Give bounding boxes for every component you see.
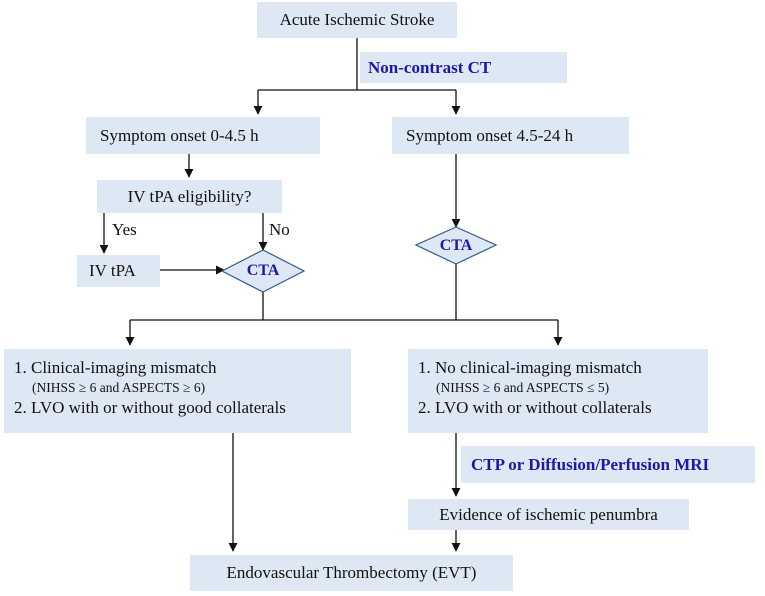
node-label: CTP or Diffusion/Perfusion MRI bbox=[471, 454, 710, 474]
cta-right-diamond bbox=[414, 226, 498, 265]
node-label: Evidence of ischemic penumbra bbox=[439, 504, 658, 524]
node-label: Symptom onset 0-4.5 h bbox=[100, 125, 259, 145]
node-label: Acute Ischemic Stroke bbox=[279, 10, 435, 29]
edge-label-no: No bbox=[269, 220, 290, 239]
node-symptom-onset-early: Symptom onset 0-4.5 h bbox=[86, 117, 320, 154]
node-iv-tpa: IV tPA bbox=[77, 255, 160, 287]
mismatch-line-1: 1. Clinical-imaging mismatch bbox=[14, 358, 217, 377]
node-ctp-or-mri: CTP or Diffusion/Perfusion MRI bbox=[461, 446, 755, 483]
node-label: IV tPA eligibility? bbox=[127, 186, 252, 206]
node-acute-ischemic-stroke: Acute Ischemic Stroke bbox=[257, 2, 457, 38]
mismatch-line-2: 2. LVO with or without good collaterals bbox=[14, 398, 286, 417]
node-iv-tpa-eligibility: IV tPA eligibility? bbox=[97, 180, 282, 213]
node-endovascular-thrombectomy: Endovascular Thrombectomy (EVT) bbox=[190, 555, 513, 591]
node-clinical-imaging-mismatch: 1. Clinical-imaging mismatch (NIHSS ≥ 6 … bbox=[4, 349, 351, 433]
node-ischemic-penumbra: Evidence of ischemic penumbra bbox=[408, 499, 689, 530]
node-cta-left: CTA bbox=[222, 250, 304, 292]
mismatch-criteria: (NIHSS ≥ 6 and ASPECTS ≥ 6) bbox=[32, 380, 206, 395]
node-no-clinical-imaging-mismatch: 1. No clinical-imaging mismatch (NIHSS ≥… bbox=[408, 349, 708, 433]
cta-left-diamond bbox=[220, 249, 306, 293]
node-label: Endovascular Thrombectomy (EVT) bbox=[226, 563, 477, 582]
edge-label-yes: Yes bbox=[112, 220, 137, 239]
node-label: Symptom onset 4.5-24 h bbox=[406, 125, 574, 145]
node-label: Non-contrast CT bbox=[368, 57, 492, 77]
no-mismatch-line-1: 1. No clinical-imaging mismatch bbox=[418, 358, 642, 377]
node-label: CTA bbox=[439, 236, 473, 254]
node-cta-right: CTA bbox=[416, 227, 496, 264]
node-non-contrast-ct: Non-contrast CT bbox=[360, 52, 567, 83]
node-label: CTA bbox=[246, 262, 280, 279]
no-mismatch-line-2: 2. LVO with or without collaterals bbox=[418, 398, 652, 417]
node-symptom-onset-late: Symptom onset 4.5-24 h bbox=[392, 117, 629, 154]
node-label: IV tPA bbox=[89, 261, 136, 280]
no-mismatch-criteria: (NIHSS ≥ 6 and ASPECTS ≤ 5) bbox=[436, 380, 610, 395]
